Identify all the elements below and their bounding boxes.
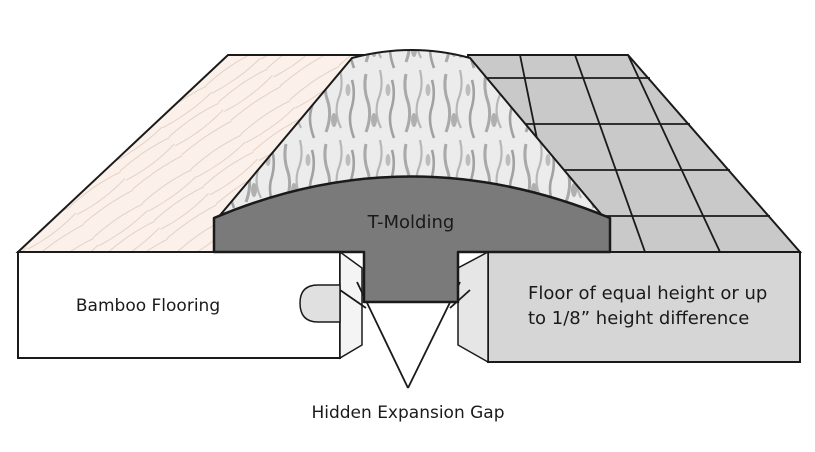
floor-height-label-line2: to 1/8” height difference (528, 308, 749, 329)
t-molding-profile (212, 175, 612, 304)
t-molding-label: T-Molding (367, 212, 455, 233)
tile-side-face (457, 250, 489, 364)
tile-front-face (487, 251, 801, 363)
molding-top-surface (213, 49, 609, 221)
bamboo-side-face (339, 250, 363, 360)
hidden-expansion-gap-label: Hidden Expansion Gap (311, 403, 504, 423)
floor-height-label-line1: Floor of equal height or up (528, 283, 767, 304)
tongue-profile (299, 284, 341, 323)
bamboo-front-face (17, 251, 341, 359)
bamboo-flooring-label: Bamboo Flooring (76, 296, 220, 316)
